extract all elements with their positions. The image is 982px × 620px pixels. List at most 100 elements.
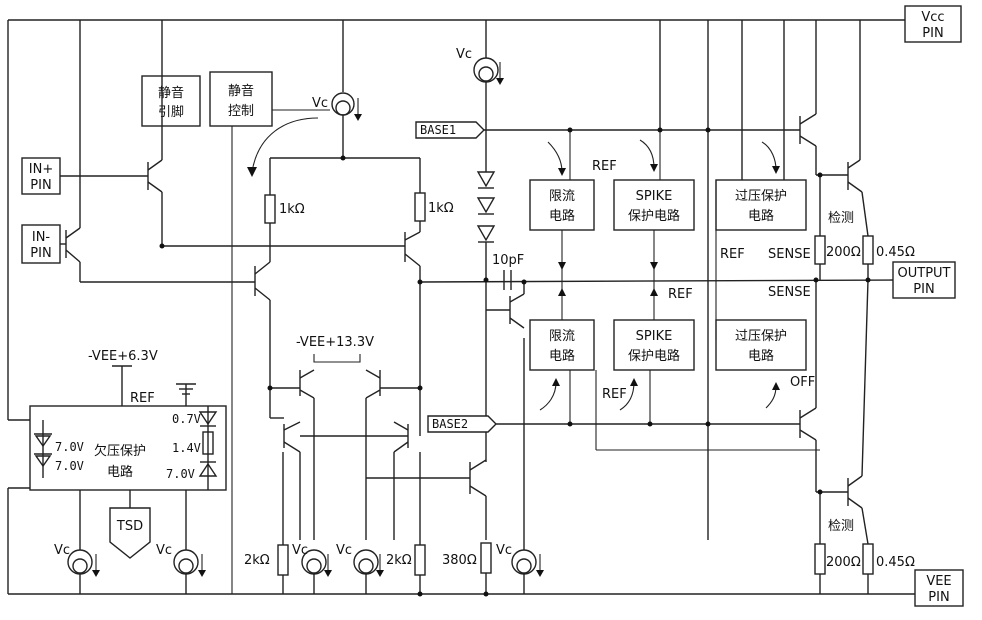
svg-text:BASE1: BASE1 xyxy=(420,123,456,137)
svg-text:SPIKE: SPIKE xyxy=(636,329,673,344)
svg-text:7.0V: 7.0V xyxy=(55,440,84,454)
svg-text:控制: 控制 xyxy=(228,104,254,119)
svg-text:静音: 静音 xyxy=(158,85,184,101)
svg-text:检测: 检测 xyxy=(828,519,854,534)
vee-pin: VEE PIN xyxy=(914,569,964,607)
lower-transistors xyxy=(269,388,421,540)
svg-text:电路: 电路 xyxy=(748,208,774,224)
svg-text:OFF: OFF xyxy=(790,375,815,390)
transistor-in-minus xyxy=(60,20,81,282)
svg-text:1kΩ: 1kΩ xyxy=(279,202,305,217)
svg-text:检测: 检测 xyxy=(828,211,854,226)
svg-text:Vc: Vc xyxy=(456,47,472,62)
current-source-uvp-1: Vc xyxy=(54,490,100,594)
svg-text:TSD: TSD xyxy=(116,519,143,534)
svg-text:380Ω: 380Ω xyxy=(442,553,477,568)
junction-dots xyxy=(159,127,871,597)
ground-icon xyxy=(176,383,196,406)
svg-text:REF: REF xyxy=(592,159,617,174)
current-limit-bottom-block: 限流 电路 xyxy=(529,319,595,371)
svg-text:SPIKE: SPIKE xyxy=(636,189,673,204)
svg-text:200Ω: 200Ω xyxy=(826,245,861,260)
resistor-1k-right: 1kΩ xyxy=(414,158,454,232)
svg-text:0.45Ω: 0.45Ω xyxy=(876,245,915,260)
svg-text:200Ω: 200Ω xyxy=(826,555,861,570)
output-pin: OUTPUT PIN xyxy=(892,261,956,299)
current-limit-top-block: 限流 电路 xyxy=(529,179,595,231)
output-transistor-bottom: 检测 xyxy=(816,279,869,545)
transistor-in-plus xyxy=(60,20,163,246)
svg-text:IN-: IN- xyxy=(32,230,51,245)
driver-transistor xyxy=(486,282,525,329)
resistor-200-top: 200Ω xyxy=(814,175,861,280)
svg-text:7.0V: 7.0V xyxy=(166,467,195,481)
resistor-200-bottom: 200Ω xyxy=(814,492,861,594)
svg-text:限流: 限流 xyxy=(549,329,575,344)
svg-text:Vc: Vc xyxy=(292,543,308,558)
svg-text:7.0V: 7.0V xyxy=(55,459,84,473)
current-source-mute: Vc xyxy=(312,20,362,158)
svg-text:VEE: VEE xyxy=(926,574,951,589)
svg-text:电路: 电路 xyxy=(748,348,774,364)
svg-text:电路: 电路 xyxy=(107,464,133,480)
svg-text:REF: REF xyxy=(668,287,693,302)
svg-text:1.4V: 1.4V xyxy=(172,441,201,455)
svg-text:电路: 电路 xyxy=(549,208,575,224)
svg-text:PIN: PIN xyxy=(913,282,934,297)
spike-top-block: SPIKE 保护电路 xyxy=(613,179,695,231)
output-predriver-top xyxy=(799,20,817,175)
svg-text:Vc: Vc xyxy=(496,543,512,558)
svg-text:REF: REF xyxy=(602,387,627,402)
svg-text:1kΩ: 1kΩ xyxy=(428,201,454,216)
ovp-top-block: 过压保护 电路 xyxy=(715,179,807,231)
mute-pin-block: 静音 引脚 xyxy=(141,75,201,127)
svg-text:保护电路: 保护电路 xyxy=(628,348,680,364)
ovp-bottom-block: 过压保护 电路 xyxy=(715,319,807,371)
svg-text:过压保护: 过压保护 xyxy=(735,329,787,344)
svg-text:SENSE: SENSE xyxy=(768,285,811,300)
svg-text:-VEE+13.3V: -VEE+13.3V xyxy=(296,335,374,350)
resistor-045-bottom: 0.45Ω xyxy=(862,543,915,594)
svg-text:PIN: PIN xyxy=(30,178,51,193)
resistor-2k-right: 2kΩ xyxy=(386,452,426,594)
resistor-1k-left: 1kΩ xyxy=(264,158,305,262)
in-plus-pin: IN+ PIN xyxy=(21,157,61,195)
svg-text:OUTPUT: OUTPUT xyxy=(898,266,951,281)
svg-text:10pF: 10pF xyxy=(492,253,524,268)
in-minus-pin: IN- PIN xyxy=(21,224,61,264)
current-source-driver: Vc xyxy=(456,20,504,172)
svg-text:0.7V: 0.7V xyxy=(172,412,201,426)
svg-text:PIN: PIN xyxy=(922,26,943,41)
current-source-bottom-2: Vc xyxy=(336,543,384,594)
svg-text:REF: REF xyxy=(130,391,155,406)
svg-text:SENSE: SENSE xyxy=(768,247,811,262)
svg-text:0.45Ω: 0.45Ω xyxy=(876,555,915,570)
svg-text:限流: 限流 xyxy=(549,189,575,204)
svg-text:保护电路: 保护电路 xyxy=(628,208,680,224)
svg-text:Vc: Vc xyxy=(156,543,172,558)
svg-text:欠压保护: 欠压保护 xyxy=(94,443,146,459)
uvp-block: 欠压保护 电路 7.0V 7.0V 0.7V 1.4V 7.0V xyxy=(29,405,227,491)
resistor-380: 380Ω xyxy=(442,542,492,594)
vcc-rail xyxy=(7,19,905,420)
output-transistor-top: 检测 xyxy=(816,159,869,237)
transistor-diff-right xyxy=(404,231,421,282)
svg-text:Vcc: Vcc xyxy=(921,10,944,25)
svg-text:IN+: IN+ xyxy=(29,162,53,177)
current-source-uvp-2: Vc xyxy=(156,490,206,594)
output-predriver-bottom xyxy=(799,280,817,492)
vas-transistor xyxy=(469,459,487,540)
transistor-diff-left xyxy=(254,261,271,388)
svg-text:电路: 电路 xyxy=(549,348,575,364)
svg-text:2kΩ: 2kΩ xyxy=(244,553,270,568)
base2-label: BASE2 xyxy=(427,415,497,433)
svg-text:Vc: Vc xyxy=(54,543,70,558)
resistor-045-top: 0.45Ω xyxy=(862,235,915,280)
svg-text:Vc: Vc xyxy=(336,543,352,558)
svg-text:-VEE+6.3V: -VEE+6.3V xyxy=(88,349,158,364)
vcc-pin: Vcc PIN xyxy=(904,5,962,43)
capacitor-10pf: 10pF xyxy=(492,253,524,290)
svg-text:REF: REF xyxy=(720,247,745,262)
base1-label: BASE1 xyxy=(415,121,485,139)
svg-text:2kΩ: 2kΩ xyxy=(386,553,412,568)
